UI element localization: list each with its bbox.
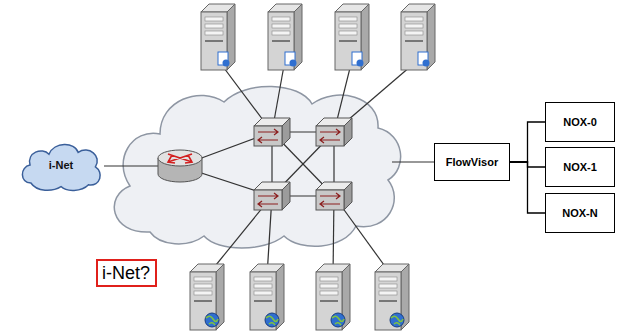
server-icon (316, 264, 350, 330)
flowvisor-box: FlowVisor (434, 143, 510, 181)
connector (510, 162, 545, 213)
internet-cloud: i-Net (18, 138, 104, 192)
server-icon (201, 4, 235, 70)
node-label: NOX-1 (563, 161, 597, 173)
network-link (392, 161, 434, 162)
server-icon (250, 264, 284, 330)
server-icon (190, 264, 224, 330)
controller-box: NOX-0 (545, 102, 615, 142)
switch-icon (316, 182, 352, 210)
server-icon (268, 4, 302, 70)
node-label: i-Net (49, 159, 73, 171)
node-label: NOX-N (562, 207, 597, 219)
network-link (104, 165, 160, 166)
question-box: i-Net? (96, 259, 157, 287)
connector (510, 122, 545, 162)
server-icon (401, 4, 435, 70)
switch-icon (316, 118, 352, 146)
network-cloud (114, 86, 400, 248)
server-icon (375, 264, 409, 330)
server-icon (335, 4, 369, 70)
switch-icon (254, 182, 290, 210)
controller-box: NOX-1 (545, 147, 615, 187)
node-label: NOX-0 (563, 116, 597, 128)
node-label: i-Net? (102, 263, 150, 284)
switch-icon (254, 118, 290, 146)
controller-box: NOX-N (545, 193, 615, 233)
node-label: FlowVisor (446, 156, 498, 168)
router-icon (158, 150, 202, 182)
